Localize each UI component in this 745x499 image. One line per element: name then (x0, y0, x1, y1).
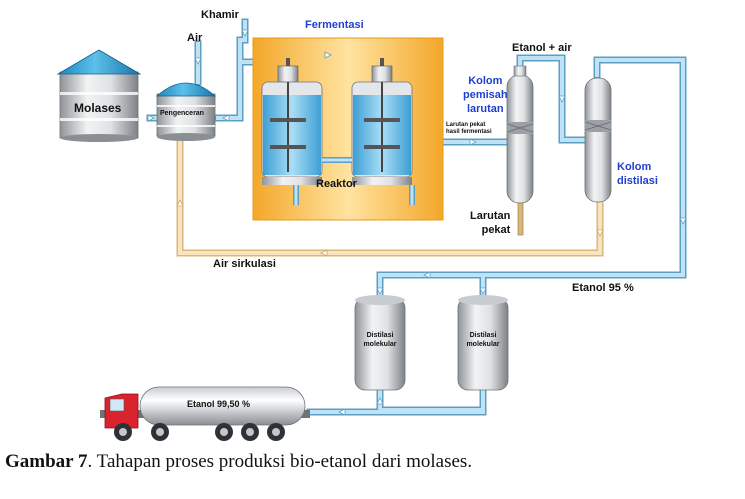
fermentation-area (252, 37, 444, 221)
reactor-2 (351, 58, 413, 185)
separation-column (506, 65, 534, 236)
distillation-column (584, 77, 612, 203)
kolom-pemisah-line-2: pemisah (463, 89, 508, 101)
kolom-pemisah-line-1: Kolom (468, 75, 503, 87)
distilasi-molekular-2-line-2: molekular (466, 341, 500, 348)
flow-arrows (147, 29, 687, 416)
molecular-distillation-1 (354, 295, 406, 391)
molecular-distillation-2 (457, 295, 509, 391)
figure-caption: Gambar 7. Tahapan proses produksi bio-et… (5, 451, 740, 473)
larutan-pekat-label: Larutan pekat (470, 209, 510, 237)
truck-tank-label: Etanol 99,50 % (187, 399, 251, 409)
diagram-graphics (56, 18, 687, 441)
reaktor-label: Reaktor (316, 178, 357, 190)
khamir-label: Khamir (201, 9, 239, 21)
distilasi-molekular-1-label: Distilasi molekular (356, 331, 404, 349)
circulation-pipes (176, 140, 604, 257)
larutan-pekat-hasil-line-2: hasil fermentasi (446, 129, 492, 135)
larutan-pekat-hasil-label: Larutan pekat hasil fermentasi (446, 122, 492, 136)
fermentasi-label: Fermentasi (305, 19, 364, 31)
larutan-pekat-line-2: pekat (481, 224, 511, 236)
pengenceran-tank (155, 82, 217, 141)
molases-tank (56, 49, 142, 142)
kolom-pemisah-label: Kolom pemisah larutan (463, 74, 508, 116)
kolom-pemisah-line-3: larutan (466, 103, 504, 115)
kolom-distilasi-line-2: distilasi (617, 175, 658, 187)
caption-text: . Tahapan proses produksi bio-etanol dar… (87, 451, 473, 472)
distilasi-molekular-2-label: Distilasi molekular (459, 331, 507, 349)
distilasi-molekular-2-line-1: Distilasi (469, 332, 497, 339)
larutan-pekat-line-1: Larutan (470, 210, 511, 222)
distilasi-molekular-1-line-1: Distilasi (366, 332, 394, 339)
tanker-truck (100, 386, 310, 441)
circulation-arrows (176, 199, 604, 257)
molases-label: Molases (74, 101, 122, 115)
larutan-pekat-hasil-line-1: Larutan pekat (446, 122, 486, 128)
kolom-distilasi-label: Kolom distilasi (617, 160, 658, 188)
air-sirkulasi-label: Air sirkulasi (213, 258, 276, 270)
etanol-air-label: Etanol + air (512, 42, 572, 54)
kolom-distilasi-line-1: Kolom (617, 161, 652, 173)
reactor-1 (261, 58, 323, 185)
caption-prefix: Gambar 7 (5, 451, 88, 472)
air-input-label: Air (187, 32, 203, 44)
pengenceran-label: Pengenceran (160, 110, 204, 117)
etanol-95-label: Etanol 95 % (572, 282, 634, 294)
distilasi-molekular-1-line-2: molekular (363, 341, 397, 348)
